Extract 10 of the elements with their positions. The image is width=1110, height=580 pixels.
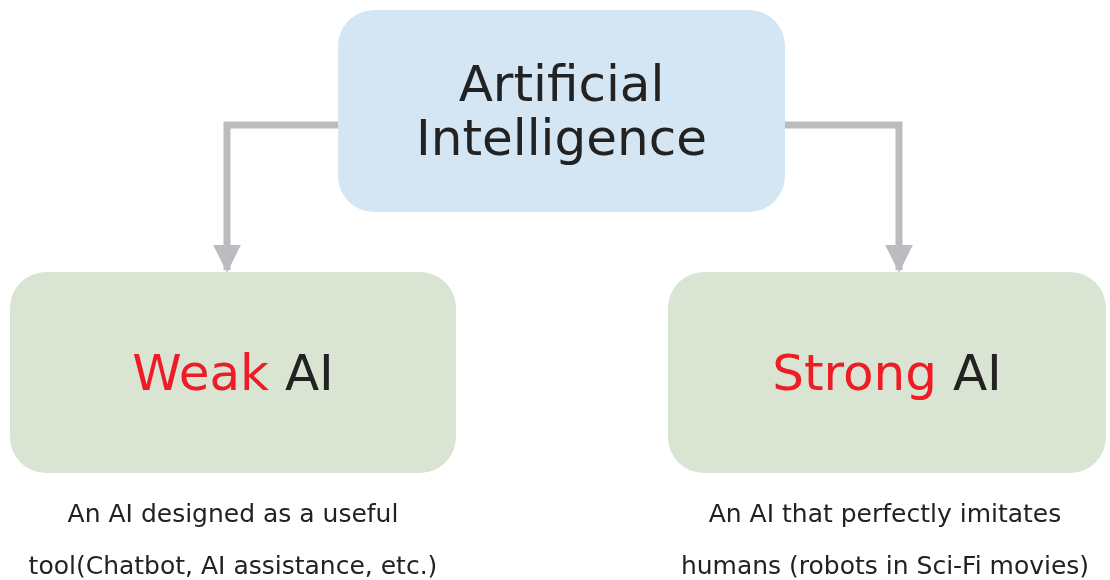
node-label: Weak AI <box>132 345 334 400</box>
process-box <box>338 10 785 212</box>
description-text: An AI that perfectly imitates humans (robots in Sci-Fi movies) <box>679 498 1091 580</box>
arrow <box>785 121 913 273</box>
node-label: Artificial Intelligence <box>415 57 708 165</box>
process-box <box>668 272 1106 473</box>
node-label: Strong AI <box>772 345 1002 400</box>
description-text: An AI designed as a useful tool(Chatbot, AI assistance, etc.) <box>27 498 439 580</box>
process-box <box>10 272 456 473</box>
arrow <box>213 121 338 273</box>
